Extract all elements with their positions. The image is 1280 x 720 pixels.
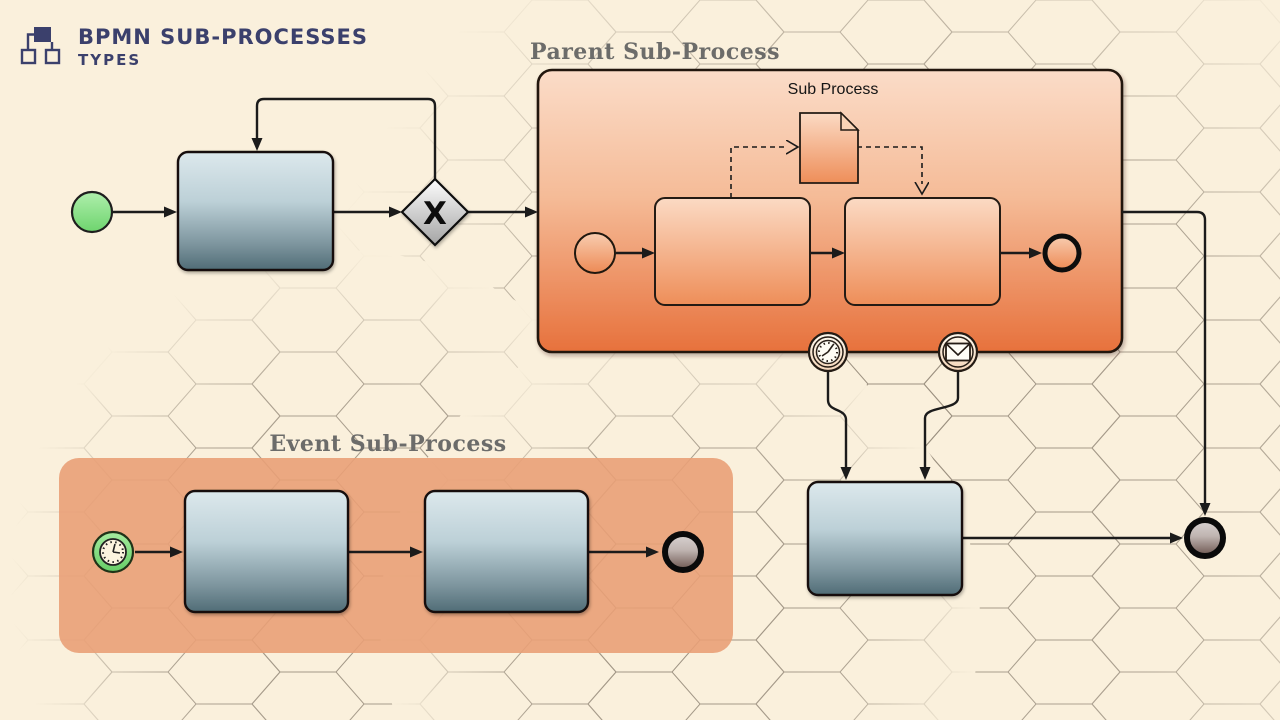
event-end-event bbox=[662, 531, 704, 573]
exclusive-gateway bbox=[400, 177, 470, 247]
flow-parent-to-final-end bbox=[1122, 210, 1211, 516]
sequence-flows bbox=[113, 97, 1211, 558]
document-associations bbox=[730, 146, 922, 198]
event-subprocess-title: Event Sub-Process bbox=[269, 431, 506, 457]
timer-start-event bbox=[91, 530, 135, 574]
message-envelope-icon bbox=[945, 342, 971, 362]
timer-clock-icon bbox=[815, 339, 841, 365]
task-main bbox=[176, 150, 335, 272]
event-task-1 bbox=[183, 489, 350, 614]
flow-gateway-loopback bbox=[251, 97, 437, 180]
event-task-2 bbox=[423, 489, 590, 614]
parent-subprocess-title: Parent Sub-Process bbox=[530, 39, 780, 65]
flow-message-boundary-to-task bbox=[919, 368, 960, 480]
document-page-icon bbox=[799, 111, 860, 184]
start-event bbox=[70, 190, 114, 234]
task-handler bbox=[806, 480, 964, 597]
timer-clock-icon bbox=[99, 538, 127, 566]
sub-process-label: Sub Process bbox=[788, 81, 879, 98]
page-subtitle: TYPES bbox=[78, 51, 142, 70]
inner-start-event bbox=[574, 232, 616, 274]
timer-boundary-event bbox=[807, 331, 849, 373]
event-subprocess-container bbox=[59, 458, 733, 653]
inner-end-event bbox=[1042, 233, 1082, 273]
gateway-label: X bbox=[423, 196, 447, 232]
message-boundary-event bbox=[937, 331, 979, 373]
association-document-to-taskB bbox=[857, 146, 922, 184]
flow-timer-boundary-to-task bbox=[826, 372, 852, 480]
inner-task-a bbox=[654, 197, 811, 306]
brand-header: BPMN SUB-PROCESSES TYPES bbox=[20, 24, 368, 69]
inner-task-b bbox=[844, 197, 1001, 306]
page-title: BPMN SUB-PROCESSES bbox=[78, 25, 369, 49]
org-chart-icon bbox=[20, 27, 61, 65]
final-end-event bbox=[1184, 517, 1226, 559]
